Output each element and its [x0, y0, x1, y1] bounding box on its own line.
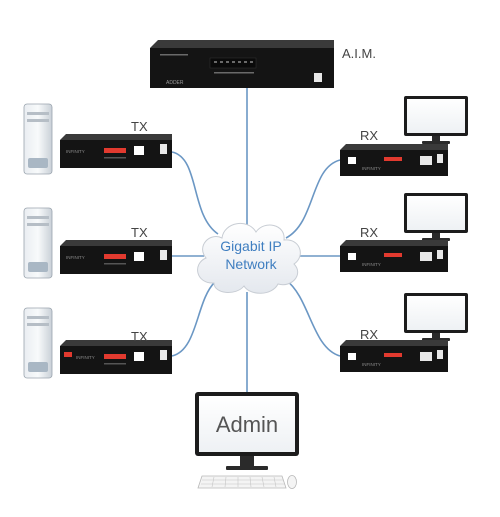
rx-device: INFINITY	[340, 340, 448, 372]
network-label-line2: Network	[225, 256, 277, 272]
rx-device: INFINITY	[340, 144, 448, 176]
lcd-monitor-icon	[404, 293, 468, 341]
cable-tx-1	[171, 151, 219, 235]
aim-label: A.I.M.	[342, 46, 376, 61]
tx-label: TX	[131, 225, 148, 240]
aim-device-brand: ADDER	[166, 80, 184, 86]
cable-rx-3	[285, 279, 341, 357]
tx-device: INFINITY	[60, 340, 172, 374]
tx-brand-label: INFINITY	[66, 255, 85, 260]
tx-brand-label: INFINITY	[66, 149, 85, 154]
rx-brand-label: INFINITY	[362, 166, 381, 171]
network-label-line1: Gigabit IP	[220, 238, 281, 254]
tx-brand-label: INFINITY	[76, 355, 95, 360]
tx-row-2: INFINITY TX	[23, 207, 172, 279]
cloud-icon: Gigabit IP Network	[197, 223, 301, 294]
lcd-monitor-icon	[404, 96, 468, 144]
rx-row-2: INFINITY RX	[340, 193, 468, 272]
keyboard-icon	[197, 475, 287, 489]
cable-rx-1	[285, 159, 341, 239]
tx-device: INFINITY	[60, 240, 172, 274]
rx-brand-label: INFINITY	[362, 362, 381, 367]
tx-row-3: INFINITY TX	[23, 307, 172, 379]
mouse-icon	[287, 475, 297, 489]
tx-row-1: INFINITY TX	[23, 103, 172, 175]
aim-device: ADDER	[150, 40, 334, 88]
tx-device: INFINITY	[60, 134, 172, 168]
rx-label: RX	[360, 327, 378, 342]
desktop-tower-icon	[23, 103, 53, 175]
admin-workstation: Admin	[195, 392, 299, 489]
cables	[171, 88, 341, 392]
rx-label: RX	[360, 128, 378, 143]
desktop-tower-icon	[23, 307, 53, 379]
aim-logo-icon	[314, 73, 322, 82]
tx-label: TX	[131, 119, 148, 134]
cable-tx-3	[171, 281, 216, 357]
rx-row-1: INFINITY RX	[340, 96, 468, 176]
tx-label: TX	[131, 329, 148, 344]
admin-label: Admin	[216, 412, 278, 437]
desktop-tower-icon	[23, 207, 53, 279]
lcd-monitor-icon	[404, 193, 468, 241]
rx-label: RX	[360, 225, 378, 240]
rx-device: INFINITY	[340, 240, 448, 272]
rx-brand-label: INFINITY	[362, 262, 381, 267]
rx-row-3: INFINITY RX	[340, 293, 468, 372]
